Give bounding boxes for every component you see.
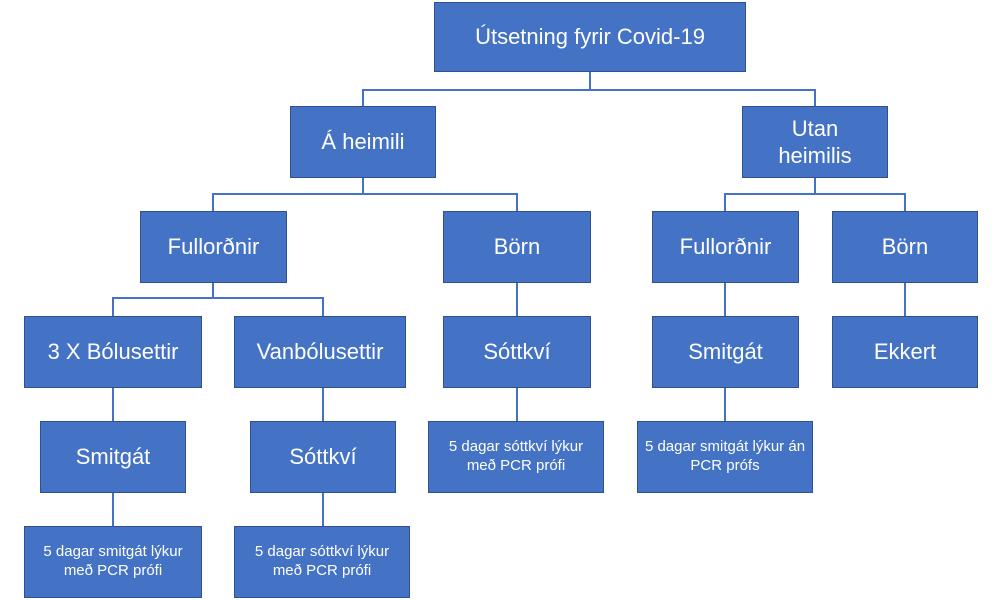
home-children-node: Börn — [443, 211, 591, 283]
unvaccinated-rule-node: 5 dagar sóttkví lýkur með PCR prófi — [234, 526, 410, 598]
unvaccinated-node: Vanbólusettir — [234, 316, 406, 388]
vaccinated-node: 3 X Bólusettir — [24, 316, 202, 388]
home-node: Á heimili — [290, 106, 436, 178]
connector-outside — [724, 193, 906, 211]
root-node: Útsetning fyrir Covid-19 — [434, 2, 746, 72]
outside-node: Utan heimilis — [742, 106, 888, 178]
home-children-action-node: Sóttkví — [443, 316, 591, 388]
outside-children-action-node: Ekkert — [832, 316, 978, 388]
outside-adults-rule-node: 5 dagar smitgát lýkur án PCR prófs — [637, 421, 813, 493]
connector-home — [212, 193, 518, 211]
vaccinated-action-node: Smitgát — [40, 421, 186, 493]
outside-children-node: Börn — [832, 211, 978, 283]
unvaccinated-action-node: Sóttkví — [250, 421, 396, 493]
connector-home-adults — [112, 297, 324, 316]
home-children-rule-node: 5 dagar sóttkví lýkur með PCR prófi — [428, 421, 604, 493]
outside-adults-action-node: Smitgát — [652, 316, 799, 388]
home-adults-node: Fullorðnir — [140, 211, 287, 283]
connector-root — [362, 89, 816, 106]
outside-adults-node: Fullorðnir — [652, 211, 799, 283]
vaccinated-rule-node: 5 dagar smitgát lýkur með PCR prófi — [24, 526, 202, 598]
